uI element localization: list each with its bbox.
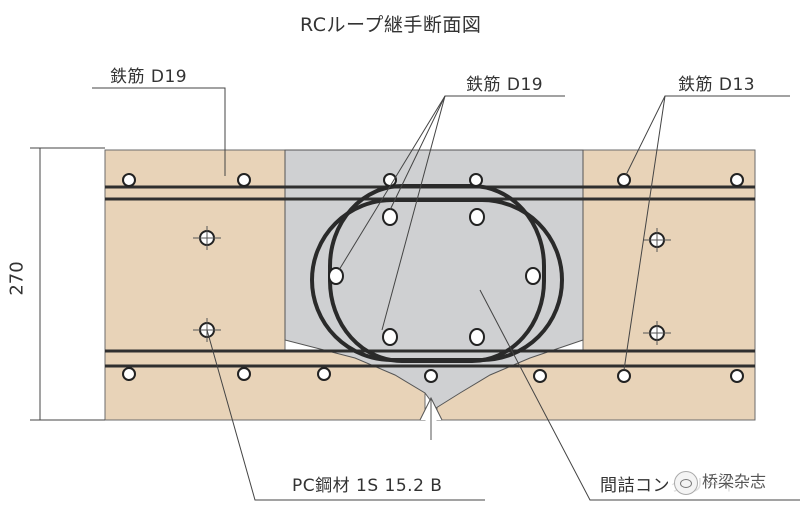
loop-rebar-dot [328,267,344,285]
rebar-dot [424,369,438,383]
leader-rebar-center-2 [381,95,446,331]
dimension-line [30,147,105,421]
rebar-dot [122,367,136,381]
rebar-dot [533,369,547,383]
rebar-dot [317,367,331,381]
leader-pc-strand [206,329,485,501]
rebar-dot [730,369,744,383]
rebar-dot [237,367,251,381]
label-rebar-left: 鉄筋 D19 [110,67,188,87]
leader-infill [479,289,800,501]
rebar-dot [122,173,136,187]
label-rebar-center: 鉄筋 D19 [466,75,544,95]
watermark: 桥梁杂志 [668,466,773,497]
loop-rebar-dot [469,328,485,346]
label-rebar-right: 鉄筋 D13 [678,75,756,95]
leader-rebar-center-3 [338,95,446,271]
rebar-dot [237,173,251,187]
watermark-text: 桥梁杂志 [702,472,767,491]
loop-rebar-dot [382,328,398,346]
leader-lines [92,87,800,501]
dimension-label: 270 [6,261,28,296]
wechat-icon [674,470,698,495]
rebar-dot [617,173,631,187]
label-pc-strand: PC鋼材 1S 15.2 B [292,476,443,496]
loop-rebar-dot [382,208,398,226]
loop-rebar-dot [469,208,485,226]
loop-rebar-dot [525,267,541,285]
rebar-dot [469,173,483,187]
rebar-dot [617,369,631,383]
diagram-title: RCループ継手断面図 [300,14,482,36]
leader-rebar-right-2 [623,95,666,371]
leader-rebar-left [92,87,226,176]
rebar-dot [730,173,744,187]
